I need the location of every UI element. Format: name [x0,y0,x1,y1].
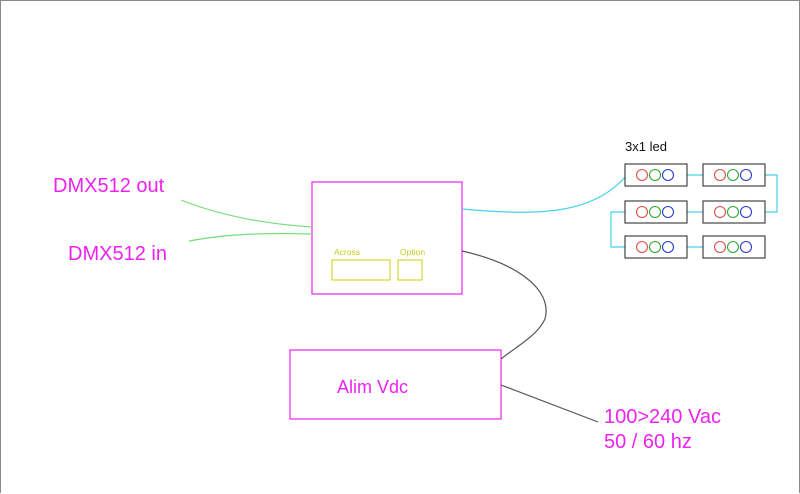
led-module [702,200,766,224]
led-chain-wire [610,211,625,248]
blue-led-icon [661,168,675,182]
led-group-title: 3x1 led [625,139,667,154]
led-chain-wire [765,174,778,213]
led-module [702,235,766,259]
power-supply-box [289,349,502,420]
red-led-icon [713,205,727,219]
option-slot [397,259,423,281]
led-module [624,200,688,224]
green-led-icon [648,205,662,219]
blue-led-icon [661,240,675,254]
mains-wire [500,384,599,423]
option-label: Option [400,247,426,257]
power-supply-label: Alim Vdc [337,377,409,397]
blue-led-icon [739,240,753,254]
mains-frequency-label: 50 / 60 hz [604,431,692,453]
power-dc-wire [461,250,547,360]
red-led-icon [635,240,649,254]
across-label: Across [334,247,360,257]
red-led-icon [713,168,727,182]
red-led-icon [635,205,649,219]
green-led-icon [726,205,740,219]
dmx-out-label: DMX512 out [53,175,165,197]
blue-led-icon [739,168,753,182]
green-led-icon [648,168,662,182]
blue-led-icon [739,205,753,219]
blue-led-icon [661,205,675,219]
green-led-icon [726,168,740,182]
dmx-in-wire [188,232,313,242]
led-module [624,235,688,259]
red-led-icon [713,240,727,254]
across-slot [331,259,391,281]
green-led-icon [726,240,740,254]
led-module [624,163,688,187]
dmx-in-label: DMX512 in [68,243,167,265]
red-led-icon [635,168,649,182]
green-led-icon [648,240,662,254]
led-data-wire [461,175,627,213]
led-module [702,163,766,187]
dmx-out-wire [180,199,313,228]
mains-voltage-label: 100>240 Vac [604,406,721,428]
controller-box [311,181,463,295]
